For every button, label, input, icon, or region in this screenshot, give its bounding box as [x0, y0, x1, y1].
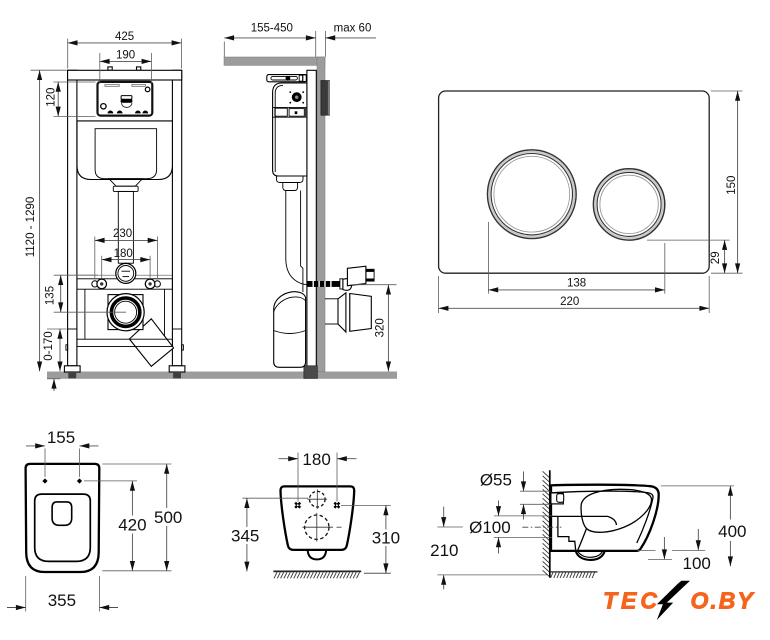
svg-text:O.BY: O.BY: [691, 588, 756, 614]
svg-text:TEC: TEC: [603, 588, 661, 614]
svg-text:420: 420: [118, 515, 146, 534]
svg-text:425: 425: [115, 31, 134, 43]
svg-text:180: 180: [114, 248, 133, 260]
svg-text:1120 - 1290: 1120 - 1290: [25, 197, 37, 258]
svg-text:310: 310: [372, 529, 400, 548]
svg-text:210: 210: [430, 541, 458, 560]
svg-text:180: 180: [302, 450, 330, 469]
svg-text:190: 190: [116, 49, 135, 61]
svg-text:150: 150: [726, 176, 738, 195]
svg-text:320: 320: [375, 318, 387, 337]
svg-text:500: 500: [154, 508, 182, 527]
svg-text:220: 220: [560, 296, 579, 308]
svg-text:155: 155: [47, 428, 75, 447]
svg-text:155-450: 155-450: [251, 23, 293, 35]
svg-text:120: 120: [45, 88, 57, 107]
svg-text:Ø100: Ø100: [469, 518, 511, 537]
svg-text:Ø55: Ø55: [480, 470, 512, 489]
svg-text:100: 100: [683, 554, 711, 573]
svg-text:230: 230: [113, 228, 132, 240]
svg-text:29: 29: [710, 251, 722, 264]
svg-text:135: 135: [45, 286, 57, 305]
svg-text:345: 345: [231, 526, 259, 545]
svg-text:138: 138: [567, 278, 586, 290]
svg-text:0-170: 0-170: [43, 331, 55, 360]
svg-text:355: 355: [48, 591, 76, 610]
svg-text:400: 400: [718, 522, 746, 541]
svg-text:max 60: max 60: [334, 23, 372, 35]
